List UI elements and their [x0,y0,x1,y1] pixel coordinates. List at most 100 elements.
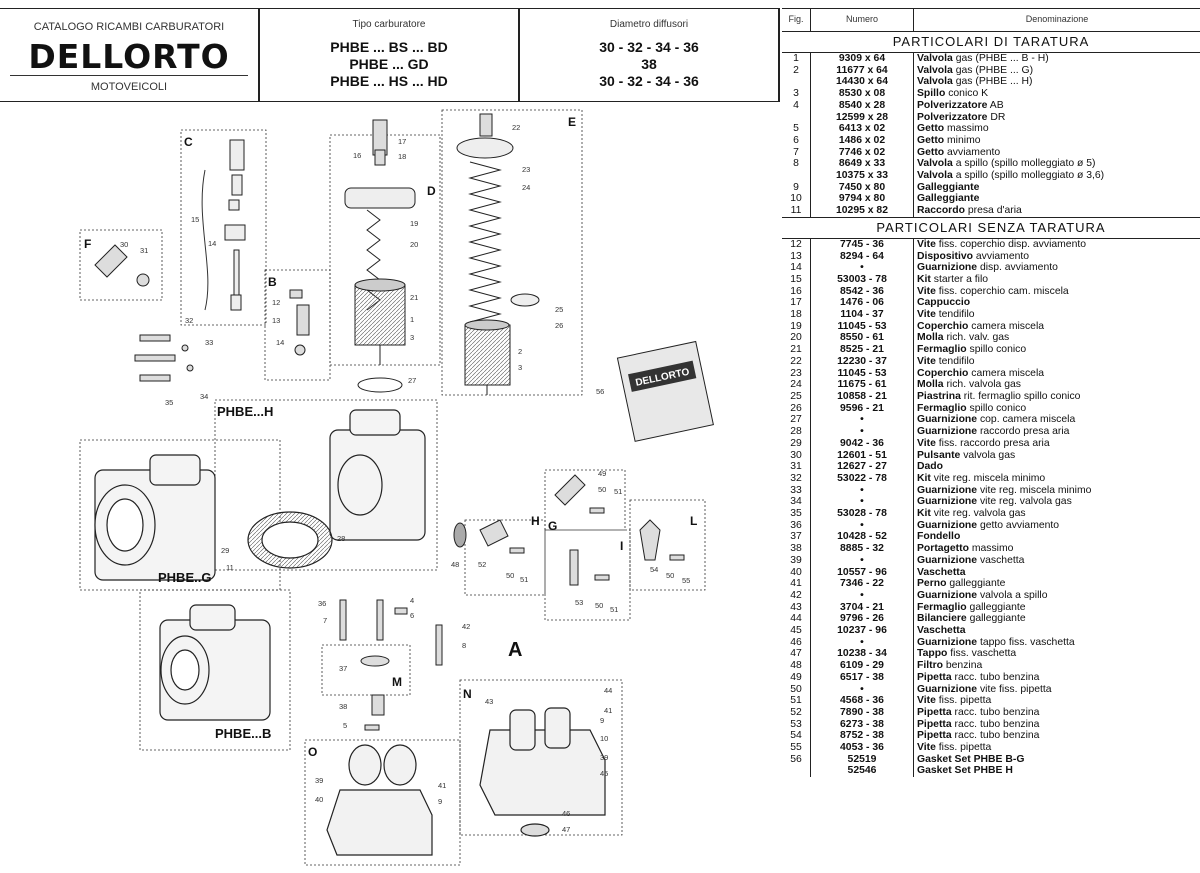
part-number: 7450 x 80 [810,181,914,194]
callout: 53 [575,598,583,607]
callout: 38 [339,702,347,711]
fig-number: 54 [782,730,811,743]
vehicle-category: MOTOVEICOLI [90,81,168,93]
callout: 27 [408,376,416,385]
part-number: 11045 - 53 [810,367,914,380]
part-name-cell: Molla rich. valv. gas [914,332,1200,344]
callout: 9 [438,797,442,806]
part-name-cell: Fermaglio spillo conico [914,344,1200,356]
gasket-packet: DELLORTO [616,340,714,442]
part-name: Guarnizione [917,519,978,531]
fig-number: 25 [782,390,811,403]
fig-number [782,76,811,89]
fig-number: 18 [782,309,811,321]
part-name: Guarnizione [917,484,978,496]
part-name: Fermaglio [917,402,967,414]
part-number: 10375 x 33 [810,170,914,182]
brand-logo: DELLORTO [28,37,230,76]
part-name: Fondello [917,531,961,543]
part-name-cell: Coperchio camera miscela [914,368,1200,380]
callout: 22 [512,123,520,132]
part-description: a spillo (spillo molleggiato ø 5) [955,158,1096,170]
part-number: 4568 - 36 [810,695,914,707]
part-number: 1104 - 37 [810,309,914,321]
part-name-cell: Guarnizione vite reg. miscela minimo [914,485,1200,497]
callout: 7 [323,616,327,625]
part-name-cell: Pipetta racc. tubo benzina [914,707,1200,719]
part-name: Dado [917,461,943,473]
callout: 39 [600,753,608,762]
part-name: Polverizzatore [917,99,988,111]
diameter-line: 30 - 32 - 34 - 36 [599,73,699,89]
part-description: disp. avviamento [979,262,1058,274]
fig-number: 22 [782,355,811,368]
part-description: tappo fiss. vaschetta [979,636,1075,648]
group-label-g: G [548,519,557,533]
table-row: 14•Guarnizione disp. avviamento [782,262,1200,274]
part-number: 1476 - 06 [810,297,914,310]
callout: 56 [596,387,604,396]
fig-number: 46 [782,636,811,649]
group-label-i: I [620,539,623,553]
part-number: 10237 - 96 [810,625,914,637]
fig-number: 45 [782,625,811,637]
callout: 20 [410,240,418,249]
part-name: Guarnizione [917,262,978,274]
part-number: 6109 - 29 [810,660,914,672]
fig-number: 7 [782,146,811,159]
fig-number: 1 [782,52,811,65]
part-name: Vaschetta [917,566,966,578]
part-description: vite reg. miscela minimo [933,472,1046,484]
fig-number: 5 [782,123,811,135]
part-number: 12230 - 37 [810,355,914,368]
callout: 21 [410,293,418,302]
part-description: fiss. pipetta [938,695,992,707]
part-name-cell: Guarnizione vite fiss. pipetta [914,684,1200,696]
part-name-cell: Valvola gas (PHBE ... G) [914,65,1200,77]
fig-number: 2 [782,64,811,77]
part-name-cell: Fermaglio spillo conico [914,403,1200,415]
part-number: 11045 - 53 [810,320,914,333]
part-name-cell: Valvola a spillo (spillo molleggiato ø 5… [914,158,1200,170]
fig-number: 26 [782,402,811,415]
callout: 34 [200,392,208,401]
section-calibration: PARTICOLARI DI TARATURA [782,31,1200,53]
part-description: racc. tubo benzina [954,730,1040,742]
part-description: presa d'aria [967,205,1022,217]
part-description: galleggiante [949,578,1006,590]
part-name: Guarnizione [917,426,978,438]
fig-number: 38 [782,543,811,555]
table-row: 27•Guarnizione cop. camera miscela [782,414,1200,427]
part-name-cell: Cappuccio [914,297,1200,309]
part-name-cell: Coperchio camera miscela [914,321,1200,333]
part-number: 53028 - 78 [810,508,914,520]
part-number: 10858 - 21 [810,390,914,403]
part-description: DR [990,111,1006,123]
part-name-cell: Kit vite reg. valvola gas [914,508,1200,520]
part-description: tendifilo [938,355,975,367]
part-name-cell: Guarnizione getto avviamento [914,520,1200,532]
carb-type-line: PHBE ... HS ... HD [330,73,448,89]
part-number: • [810,683,914,696]
part-number: 8885 - 32 [810,543,914,555]
part-name-cell: Vite fiss. raccordo presa aria [914,438,1200,450]
part-name-cell: Fondello [914,531,1200,543]
part-number: 4053 - 36 [810,742,914,754]
part-name: Galleggiante [917,181,980,193]
fig-number: 39 [782,554,811,567]
callout: 51 [614,487,622,496]
part-name: Cappuccio [917,297,971,309]
part-description: benzina [945,660,983,672]
part-description: rich. valv. gas [946,332,1010,344]
part-name: Vite [917,437,936,449]
callout: 36 [318,599,326,608]
group-label-b: B [268,275,277,289]
fig-number: 8 [782,158,811,171]
